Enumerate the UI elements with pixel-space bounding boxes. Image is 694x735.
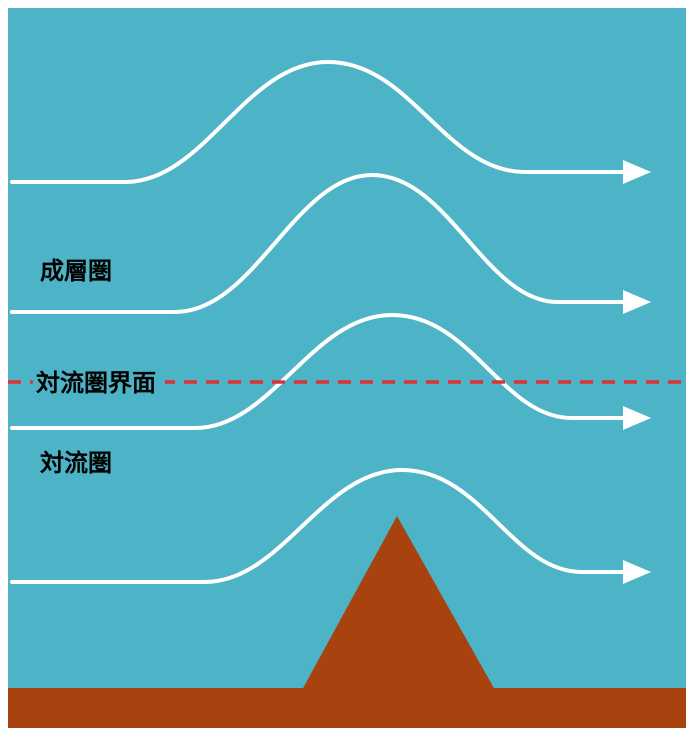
streamline-2 bbox=[10, 172, 651, 314]
tropopause-label-backing bbox=[33, 367, 165, 397]
label-tropopause: 対流圏界面 bbox=[36, 370, 156, 397]
streamline-1 bbox=[10, 59, 651, 184]
streamline-4 bbox=[10, 467, 651, 584]
mountain bbox=[302, 516, 495, 690]
ground bbox=[8, 688, 686, 728]
label-troposphere: 対流圏 bbox=[40, 450, 112, 477]
label-stratosphere: 成層圏 bbox=[40, 258, 112, 285]
streamline-3 bbox=[10, 312, 651, 430]
